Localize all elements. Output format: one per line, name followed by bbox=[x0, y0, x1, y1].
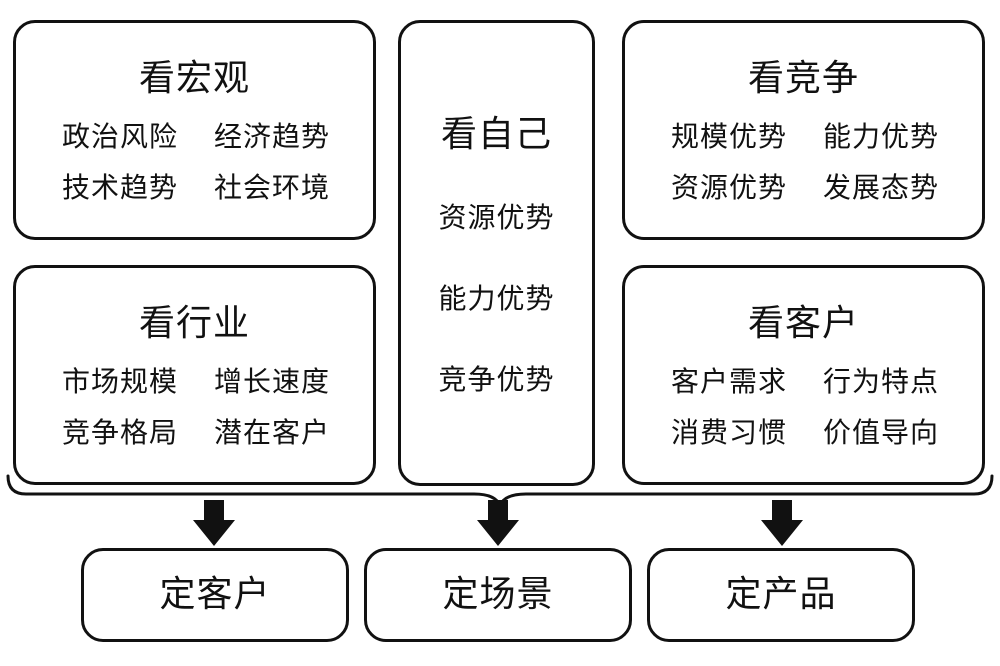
competition-box: 看竞争 规模优势 能力优势 资源优势 发展态势 bbox=[622, 20, 985, 240]
output-product-box: 定产品 bbox=[647, 548, 915, 642]
self-item: 资源优势 bbox=[438, 201, 555, 234]
self-item: 能力优势 bbox=[438, 282, 555, 315]
competition-item: 资源优势 bbox=[671, 171, 788, 204]
self-item: 竞争优势 bbox=[438, 363, 555, 396]
macro-item: 社会环境 bbox=[214, 171, 331, 204]
customer-item: 行为特点 bbox=[823, 365, 940, 398]
down-arrow-icon bbox=[193, 500, 235, 546]
macro-item: 技术趋势 bbox=[62, 171, 179, 204]
customer-item: 客户需求 bbox=[671, 365, 788, 398]
competition-item: 发展态势 bbox=[823, 171, 940, 204]
customer-box: 看客户 客户需求 行为特点 消费习惯 价值导向 bbox=[622, 265, 985, 485]
industry-item: 市场规模 bbox=[62, 365, 179, 398]
competition-title: 看竞争 bbox=[747, 58, 859, 99]
output-scenario-box: 定场景 bbox=[364, 548, 632, 642]
self-box: 看自己 资源优势 能力优势 竞争优势 bbox=[398, 20, 595, 486]
macro-title: 看宏观 bbox=[138, 58, 250, 99]
macro-item: 经济趋势 bbox=[214, 120, 331, 153]
down-arrow-icon bbox=[477, 500, 519, 546]
industry-item: 增长速度 bbox=[214, 365, 331, 398]
self-title: 看自己 bbox=[440, 114, 552, 155]
industry-item: 竞争格局 bbox=[62, 416, 179, 449]
industry-title: 看行业 bbox=[138, 303, 250, 344]
competition-item: 规模优势 bbox=[671, 120, 788, 153]
macro-box: 看宏观 政治风险 经济趋势 技术趋势 社会环境 bbox=[13, 20, 376, 240]
customer-title: 看客户 bbox=[747, 303, 859, 344]
customer-item: 价值导向 bbox=[823, 416, 940, 449]
output-customer-box: 定客户 bbox=[81, 548, 349, 642]
macro-item: 政治风险 bbox=[62, 120, 179, 153]
customer-item: 消费习惯 bbox=[671, 416, 788, 449]
down-arrow-icon bbox=[761, 500, 803, 546]
industry-box: 看行业 市场规模 增长速度 竞争格局 潜在客户 bbox=[13, 265, 376, 485]
industry-item: 潜在客户 bbox=[214, 416, 331, 449]
competition-item: 能力优势 bbox=[823, 120, 940, 153]
